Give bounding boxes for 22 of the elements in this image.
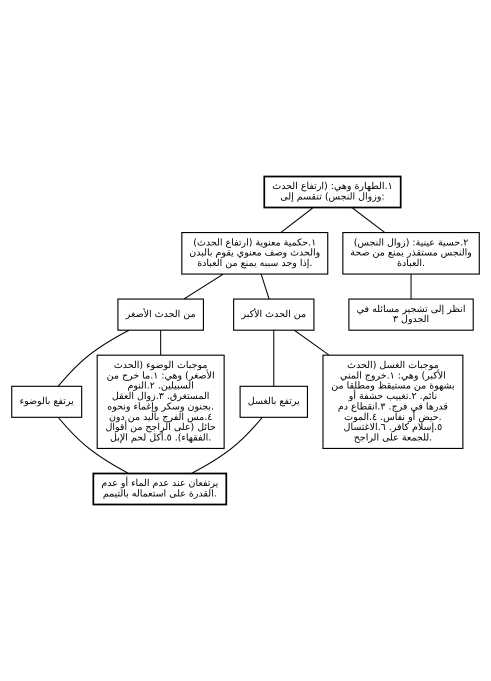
connector (410, 274, 412, 300)
connector (260, 274, 270, 300)
connector (160, 330, 162, 355)
connector (58, 330, 130, 387)
node-box: موجبات الوضوء (الحدث الأصغر) وهي: ١.ما خرج من السبيلين. ٢.النوم المستغرق. ٣.زوال العقل بجنون وسكر وإغماء ونحوه. ٤.مس الفرج باليد من دون حائل (على الراجح من أقوال الفقهاء). ٥.أكل لحم الإبل. (96, 354, 225, 449)
connector (58, 417, 129, 474)
node-box: يرتفع بالغسل (240, 386, 308, 418)
node-box: ٢.حسية عينية: (زوال النجس) والنجس مستقذر يمنع من صحة العبادة. (342, 232, 480, 275)
connector (352, 207, 386, 233)
node-box: موجبات الغسل (الحدث الأكبر) وهي: ١.خروج المني بشهوة من مستيقظ ومطلقا من نائم. ٢.تغييب حشفة أو قدرها في فرج. ٣.انقطاع دم حيض أو نفاس. ٤.الموت. ٥.إسلام كافر. ٦.الاغتسال للجمعة على الراجح. (322, 354, 464, 449)
node-box: ١.حكمية معنوية (ارتفاع الحدث) والحدث وصف معنوي يقوم بالبدن إذا وجد سببه يمنع من العبادة. (181, 232, 328, 275)
node-box: يرتفعان عند عدم الماء أو عدم القدرة على استعماله بالتيمم. (92, 472, 228, 506)
node-box: من الحدث الأصغر (117, 298, 204, 331)
connector (280, 207, 314, 233)
node-box: يرتفع بالوضوء (11, 386, 82, 418)
connector (184, 274, 224, 300)
connector (191, 417, 263, 474)
connector (294, 330, 330, 356)
node-box: ١.الطهارة وهي: (ارتفاع الحدث وزوال النجس) تنقسم إلى: (263, 176, 402, 208)
node-box: من الحدث الأكبر (233, 298, 314, 331)
node-box: انظر إلى تشجير مسائله في الجدول ٣ (348, 298, 474, 331)
connector (273, 330, 274, 386)
